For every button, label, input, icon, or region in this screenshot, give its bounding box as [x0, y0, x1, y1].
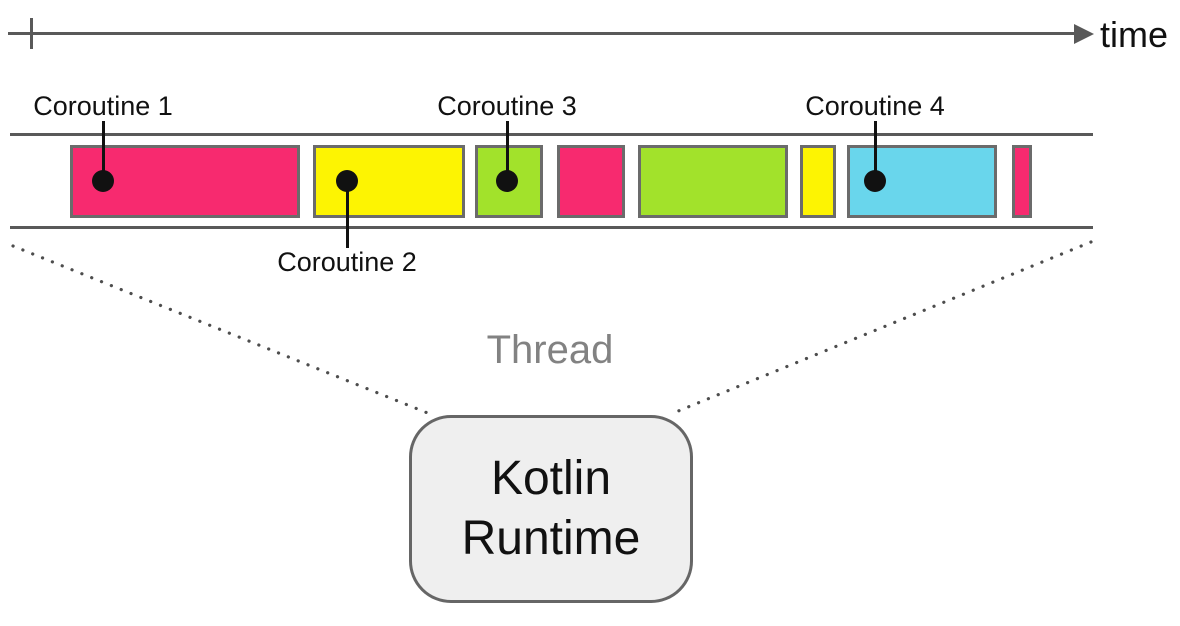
callout-dot	[864, 170, 886, 192]
callout-dot	[496, 170, 518, 192]
time-axis-tick	[30, 18, 33, 49]
time-axis-arrowhead-icon	[1074, 24, 1094, 44]
kotlin-runtime-label-line1: Kotlin	[490, 452, 612, 505]
thread-label: Thread	[486, 328, 614, 372]
callout-label-coroutine-4: Coroutine 4	[805, 91, 945, 121]
callout-label-coroutine-1: Coroutine 1	[33, 91, 173, 121]
callout-dot	[336, 170, 358, 192]
coroutine-segment-6-yellow	[800, 145, 836, 218]
callout-dot	[92, 170, 114, 192]
time-axis-line	[8, 32, 1076, 35]
callout-line	[102, 121, 105, 181]
callout-line	[346, 181, 349, 248]
kotlin-runtime-label-line2: Runtime	[461, 512, 641, 565]
coroutine-segment-8-pink	[1012, 145, 1032, 218]
callout-label-coroutine-2: Coroutine 2	[277, 247, 417, 277]
callout-line	[874, 121, 877, 181]
callout-line	[506, 121, 509, 181]
time-axis-label: time	[1100, 14, 1169, 55]
coroutine-segment-4-pink	[557, 145, 625, 218]
kotlin-runtime-box: Kotlin Runtime	[409, 415, 693, 603]
callout-label-coroutine-3: Coroutine 3	[437, 91, 577, 121]
thread-track-bottom-line	[10, 226, 1093, 229]
coroutine-segment-5-green	[638, 145, 788, 218]
thread-track-top-line	[10, 133, 1093, 136]
